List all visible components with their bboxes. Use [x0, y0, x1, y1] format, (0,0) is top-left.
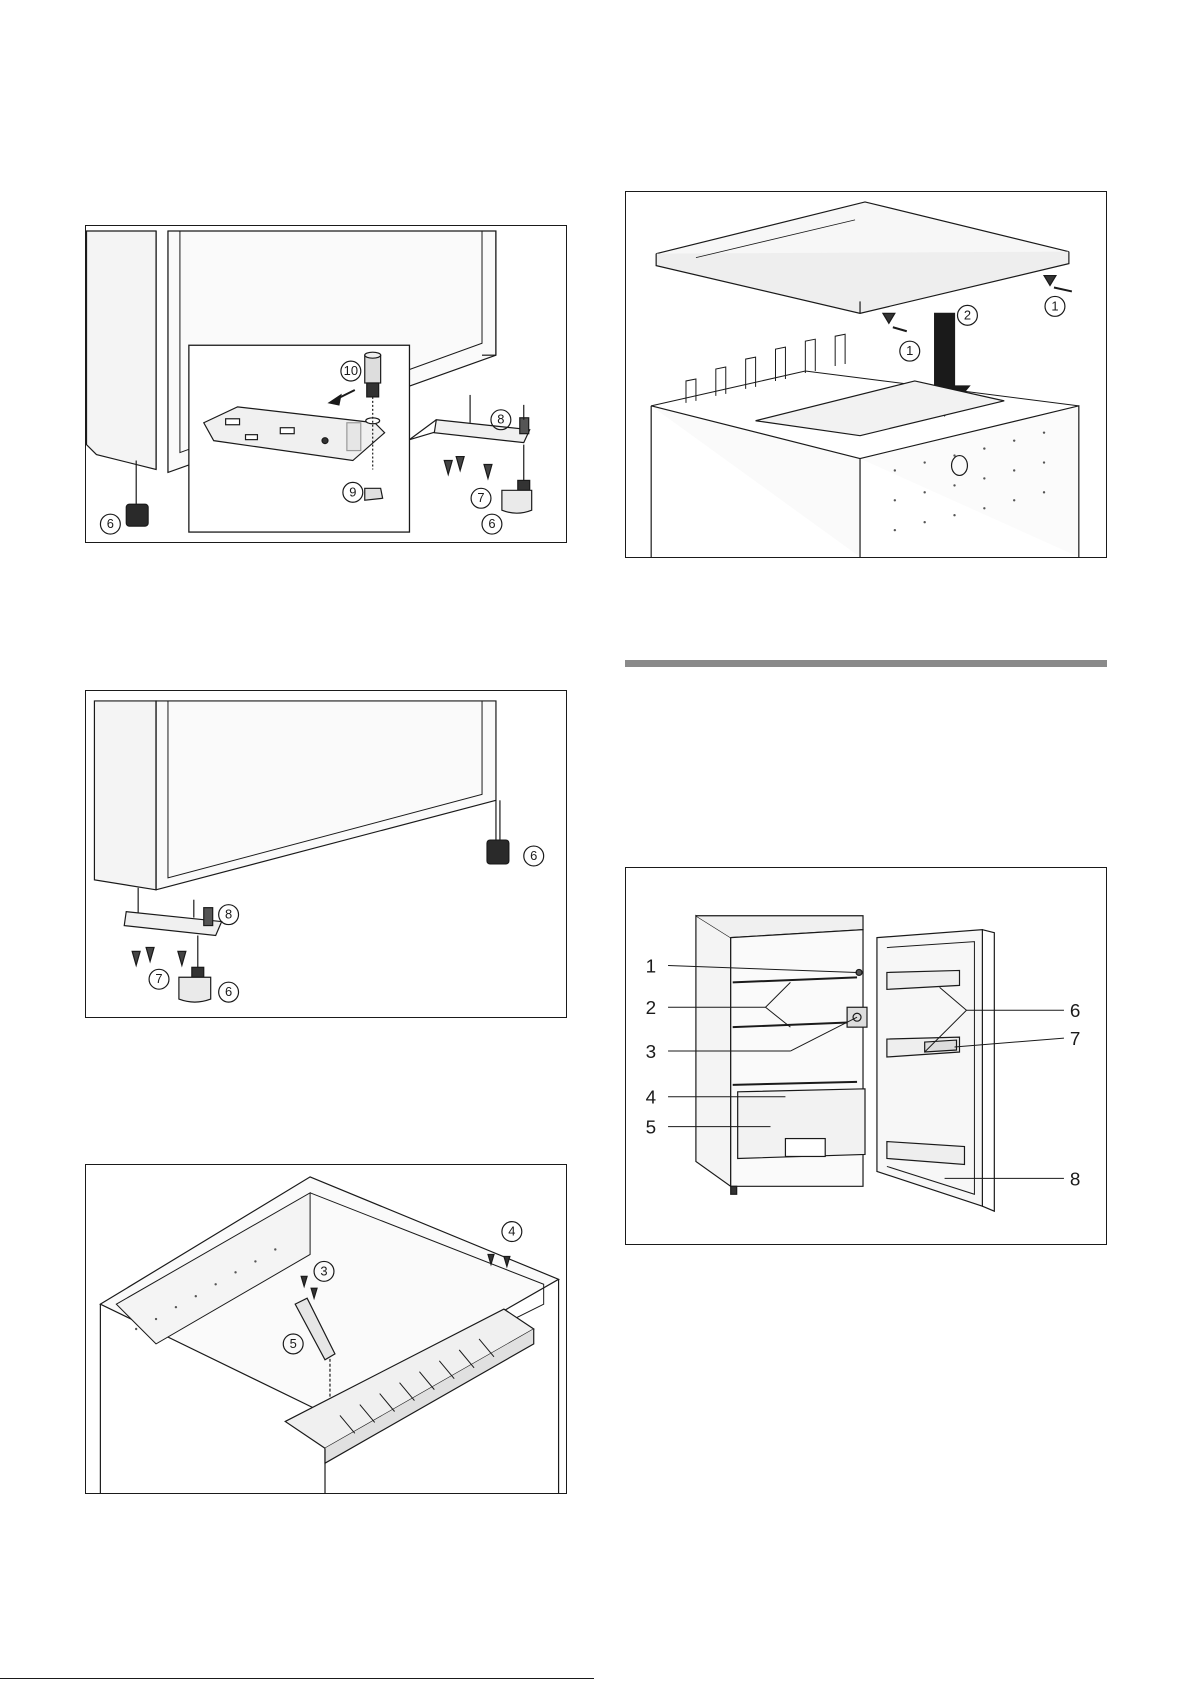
figure-feet-swap: 6 8 7 6: [85, 690, 567, 1018]
label-1: 1: [646, 956, 657, 977]
callout-1-right: 1: [1051, 298, 1058, 313]
label-8: 8: [1070, 1169, 1081, 1190]
label-7: 7: [1070, 1029, 1081, 1050]
label-2: 2: [646, 998, 657, 1019]
callout-2: 2: [964, 307, 971, 322]
figure-hinge-detail: 10 8 9 7 6 6: [85, 225, 567, 543]
label-4: 4: [646, 1088, 657, 1109]
worktop-mount-illustration: 2 1 1: [626, 192, 1106, 557]
callout-6-bottom: 6: [225, 984, 232, 999]
callout-6-right: 6: [488, 516, 495, 531]
callout-8: 8: [225, 907, 232, 922]
figure-appliance-overview: 1 2 3 4 5 6 7 8: [625, 867, 1107, 1245]
callout-7: 7: [155, 971, 162, 986]
section-divider: [625, 660, 1107, 667]
callout-8: 8: [497, 412, 504, 427]
appliance-overview-illustration: 1 2 3 4 5 6 7 8: [626, 868, 1106, 1244]
callout-7: 7: [477, 490, 484, 505]
hinge-detail-illustration: 10 8 9 7 6 6: [86, 226, 566, 542]
callout-6-top: 6: [530, 848, 537, 863]
footer-divider: [0, 1678, 594, 1679]
callout-6-left: 6: [107, 516, 114, 531]
label-5: 5: [646, 1118, 657, 1139]
label-3: 3: [646, 1042, 657, 1063]
callout-10: 10: [344, 363, 358, 378]
callout-3: 3: [320, 1263, 327, 1278]
figure-top-bracket: 4 3 5: [85, 1164, 567, 1494]
callout-5: 5: [290, 1336, 297, 1351]
label-6: 6: [1070, 1001, 1081, 1022]
callout-1-left: 1: [906, 343, 913, 358]
feet-swap-illustration: 6 8 7 6: [86, 691, 566, 1017]
callout-9: 9: [349, 484, 356, 499]
figure-worktop-mount: 2 1 1: [625, 191, 1107, 558]
callout-4: 4: [508, 1224, 515, 1239]
top-bracket-illustration: 4 3 5: [86, 1165, 566, 1493]
